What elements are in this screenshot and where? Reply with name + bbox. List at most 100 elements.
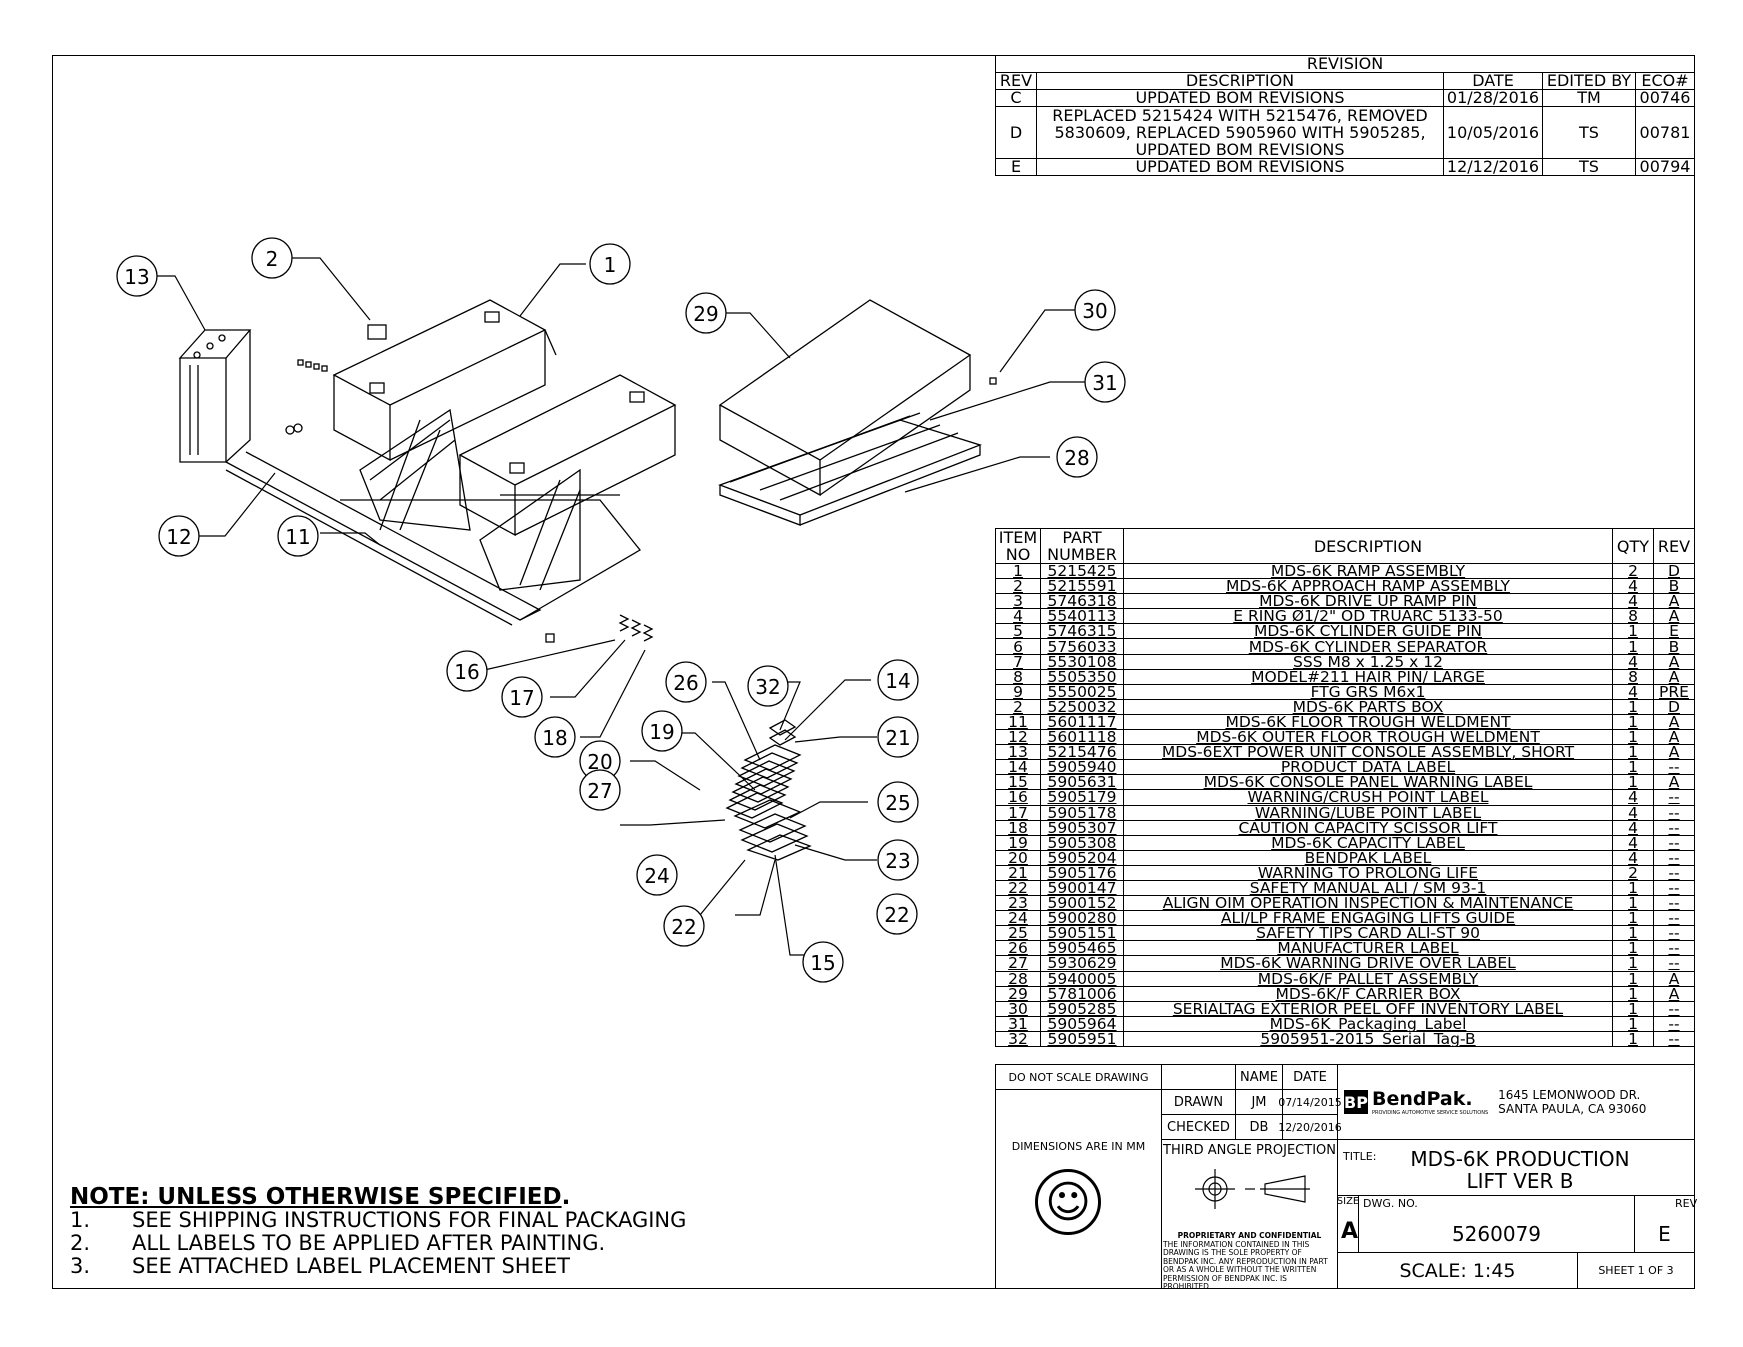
qty-cell: 4 — [1612, 683, 1654, 700]
rev-cell: -- — [1653, 1015, 1695, 1032]
description-cell: 5905951-2015_Serial_Tag-B — [1123, 1030, 1613, 1048]
item-cell: 5 — [995, 623, 1041, 640]
part-number-cell: 5505350 — [1040, 668, 1124, 685]
rev-cell: A — [1653, 608, 1695, 625]
drawn-label: DRAWN — [1161, 1089, 1236, 1115]
qty-cell: 1 — [1612, 985, 1654, 1002]
do-not-scale: DO NOT SCALE DRAWING — [995, 1064, 1162, 1090]
edited-by-cell: TM — [1542, 89, 1636, 107]
balloon-16: 16 — [446, 650, 488, 692]
note-item: 1.SEE SHIPPING INSTRUCTIONS FOR FINAL PA… — [70, 1208, 687, 1232]
balloon-27: 27 — [579, 769, 621, 811]
item-cell: 16 — [995, 789, 1041, 806]
balloon-1: 1 — [589, 243, 631, 285]
rev-cell: A — [1653, 593, 1695, 610]
balloon-20: 20 — [579, 740, 621, 782]
ramp-assembly-right — [458, 374, 677, 591]
rev-cell: -- — [1653, 925, 1695, 942]
description-cell: MDS-6EXT POWER UNIT CONSOLE ASSEMBLY, SH… — [1123, 744, 1613, 761]
qty-cell: 1 — [1612, 713, 1654, 731]
part-number-cell: 5905307 — [1040, 819, 1124, 836]
revision-table: REVISION REV DESCRIPTION DATE EDITED BY … — [995, 55, 1695, 176]
revision-row: C UPDATED BOM REVISIONS 01/28/2016 TM 00… — [995, 89, 1695, 107]
description-cell: SAFETY MANUAL ALI / SM 93-1 — [1123, 879, 1613, 897]
rev-cell: A — [1653, 713, 1695, 731]
svg-text:22: 22 — [884, 903, 909, 927]
dwg-no-value: 5260079 — [1451, 1222, 1542, 1246]
sheet-box: SHEET 1 OF 3 — [1577, 1252, 1695, 1289]
svg-text:26: 26 — [673, 671, 698, 695]
part-number-cell: 5905179 — [1040, 789, 1124, 806]
note-heading: NOTE: UNLESS OTHERWISE SPECIFIED — [70, 1184, 562, 1210]
company-block: BP BendPak. PROVIDING AUTOMOTIVE SERVICE… — [1337, 1064, 1695, 1140]
drawn-name: JM — [1235, 1089, 1283, 1115]
balloon-18: 18 — [534, 716, 576, 758]
general-notes: NOTE: UNLESS OTHERWISE SPECIFIED. 1.SEE … — [70, 1184, 687, 1278]
date-cell: 10/05/2016 — [1443, 106, 1543, 159]
part-number-cell: 5550025 — [1040, 683, 1124, 700]
svg-text:19: 19 — [649, 720, 674, 744]
item-cell: 24 — [995, 910, 1041, 927]
qty-cell: 1 — [1612, 910, 1654, 927]
balloon-14: 14 — [877, 659, 919, 701]
part-number-cell: 5905951 — [1040, 1030, 1124, 1048]
smiley-icon: ☺ — [1035, 1169, 1101, 1235]
qty-cell: 4 — [1612, 834, 1654, 851]
revision-title: REVISION — [995, 55, 1695, 73]
rev-cell: -- — [1653, 849, 1695, 866]
title-block: DO NOT SCALE DRAWING DIMENSIONS ARE IN M… — [995, 1064, 1697, 1291]
part-number-cell: 5746318 — [1040, 593, 1124, 610]
description-cell: MDS-6K/F PALLET ASSEMBLY — [1123, 970, 1613, 987]
item-cell: 29 — [995, 985, 1041, 1002]
qty-cell: 2 — [1612, 562, 1654, 580]
svg-text:17: 17 — [509, 686, 534, 710]
part-number-cell: 5905204 — [1040, 849, 1124, 866]
projection-label: THIRD ANGLE PROJECTION — [1163, 1143, 1336, 1158]
part-number-cell: 5905285 — [1040, 1000, 1124, 1017]
description-cell: MDS-6K/F CARRIER BOX — [1123, 985, 1613, 1002]
rev-cell: -- — [1653, 895, 1695, 912]
svg-text:18: 18 — [542, 726, 567, 750]
item-cell: 14 — [995, 759, 1041, 776]
bom-description-header: DESCRIPTION — [1123, 528, 1613, 564]
rev-cell: E — [1653, 623, 1695, 640]
part-number-cell: 5905631 — [1040, 774, 1124, 791]
address-line-2: SANTA PAULA, CA 93060 — [1498, 1102, 1647, 1116]
drawn-date: 07/14/2015 — [1278, 1089, 1342, 1115]
description-cell: REPLACED 5215424 WITH 5215476, REMOVED 5… — [1036, 106, 1444, 159]
qty-cell: 1 — [1612, 1015, 1654, 1032]
qty-cell: 4 — [1612, 578, 1654, 595]
rev-cell: C — [995, 89, 1037, 107]
balloon-2: 2 — [251, 237, 293, 279]
part-number-cell: 5250032 — [1040, 698, 1124, 715]
address-line-1: 1645 LEMONWOOD DR. — [1498, 1088, 1641, 1102]
company-tagline: PROVIDING AUTOMOTIVE SERVICE SOLUTIONS — [1372, 1110, 1489, 1116]
balloon-25: 25 — [877, 781, 919, 823]
balloon-22: 22 — [663, 905, 705, 947]
date-cell: 12/12/2016 — [1443, 158, 1543, 176]
description-cell: MDS-6K CAPACITY LABEL — [1123, 834, 1613, 851]
description-cell: MDS-6K PARTS BOX — [1123, 698, 1613, 715]
scale-box: SCALE: 1:45 — [1337, 1252, 1578, 1289]
balloon-26: 26 — [665, 661, 707, 703]
qty-cell: 4 — [1612, 849, 1654, 866]
balloon-32: 32 — [747, 665, 789, 707]
rev-cell: -- — [1653, 819, 1695, 836]
qty-cell: 1 — [1612, 759, 1654, 776]
edited-by-header: EDITED BY — [1542, 72, 1636, 90]
svg-text:1: 1 — [604, 253, 617, 277]
note-item: 3.SEE ATTACHED LABEL PLACEMENT SHEET — [70, 1254, 570, 1278]
item-cell: 8 — [995, 668, 1041, 685]
